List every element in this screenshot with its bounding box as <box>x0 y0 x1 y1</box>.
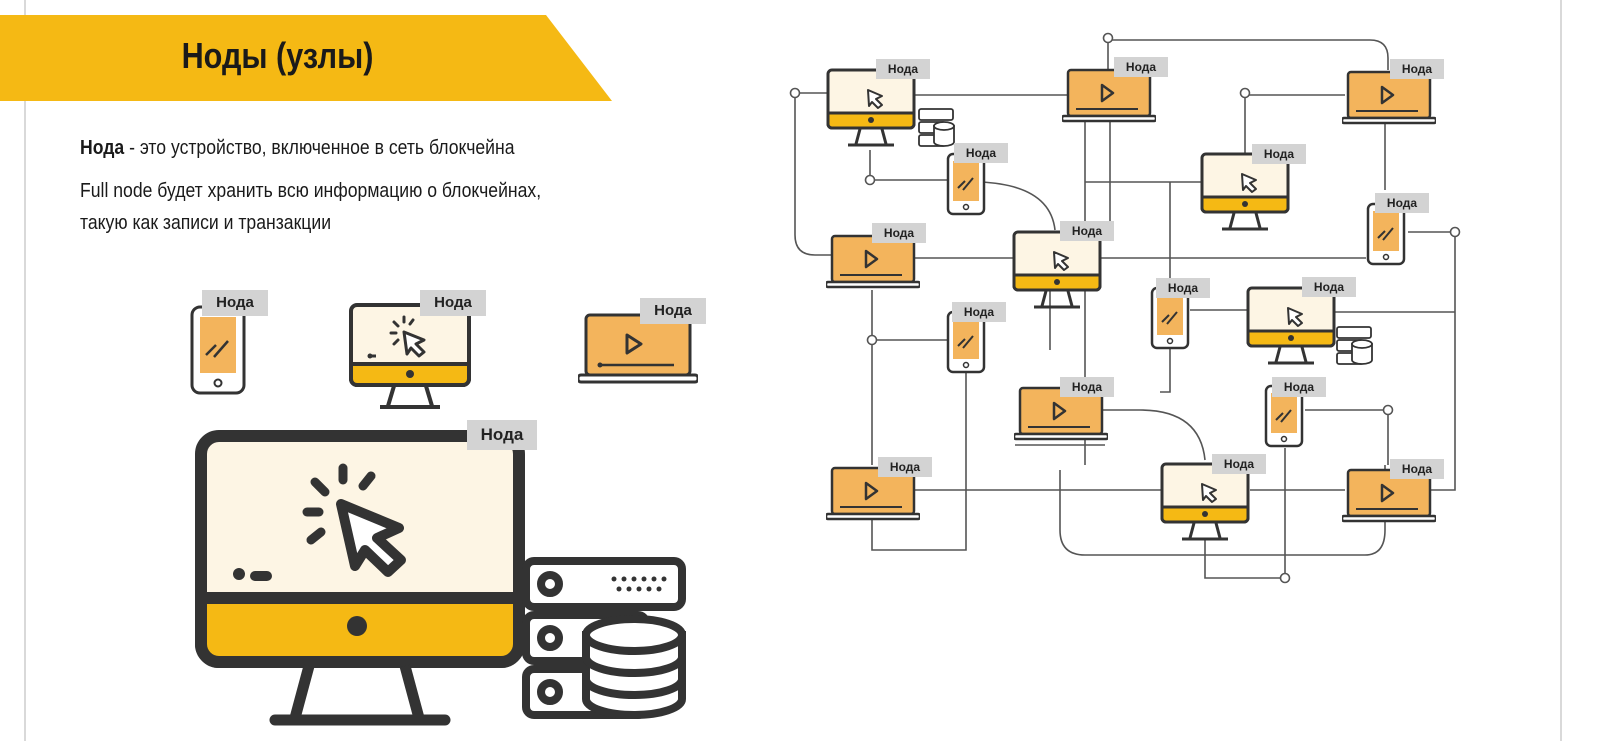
node-label: Нода <box>467 420 537 450</box>
server-icon <box>522 557 686 719</box>
node-label: Нода <box>878 457 932 477</box>
monitor-node <box>348 302 472 415</box>
phone-icon <box>190 305 246 395</box>
small-server <box>1336 326 1374 371</box>
small-server <box>918 108 956 153</box>
network-monitor-node <box>1160 462 1250 547</box>
node-label: Нода <box>1156 278 1210 298</box>
network-phone-node <box>946 310 986 379</box>
laptop-icon <box>1060 68 1158 123</box>
network-monitor-node <box>826 68 916 153</box>
definition-line: Нода - это устройство, включенное в сеть… <box>80 137 515 160</box>
node-label: Нода <box>872 223 926 243</box>
node-label: Нода <box>1375 193 1429 213</box>
monitor-icon <box>349 303 471 409</box>
left-border <box>24 0 26 741</box>
network-monitor-node <box>1246 286 1336 371</box>
node-label: Нода <box>1212 454 1266 474</box>
monitor-icon <box>826 68 916 147</box>
phone-node <box>190 305 248 400</box>
node-label: Нода <box>1114 57 1168 77</box>
phone-icon <box>946 152 986 216</box>
title-banner: Ноды (узлы) <box>0 15 612 101</box>
node-label: Нода <box>1390 59 1444 79</box>
network-phone-node <box>946 152 986 221</box>
network-laptop-node <box>1060 68 1158 129</box>
server-icon <box>918 108 955 147</box>
definition-term: Нода <box>80 137 125 159</box>
server-icon <box>1336 326 1373 365</box>
node-label: Нода <box>1252 144 1306 164</box>
full-node-line-1: Full node будет хранить всю информацию о… <box>80 180 542 202</box>
full-node-monitor <box>195 430 525 735</box>
banner-shape <box>0 15 612 101</box>
full-node-line-2: такую как записи и транзакции <box>80 212 332 234</box>
node-label: Нода <box>1272 377 1326 397</box>
network-laptop-node <box>1340 468 1438 529</box>
right-border <box>1560 0 1562 741</box>
network-phone-node <box>1264 384 1304 453</box>
node-label: Нода <box>420 290 486 316</box>
monitor-icon <box>1012 230 1102 309</box>
laptop-icon <box>1340 70 1438 125</box>
network-laptop-node <box>824 234 922 295</box>
node-label: Нода <box>954 143 1008 163</box>
monitor-icon <box>1160 462 1250 541</box>
node-label: Нода <box>1060 377 1114 397</box>
node-label: Нода <box>640 298 706 324</box>
full-node-server <box>522 557 688 726</box>
node-label: Нода <box>952 302 1006 322</box>
network-laptop-node <box>1340 70 1438 131</box>
phone-icon <box>946 310 986 374</box>
node-label: Нода <box>1302 277 1356 297</box>
network-monitor-node <box>1012 230 1102 315</box>
node-label: Нода <box>202 290 268 316</box>
monitor-icon <box>195 430 525 726</box>
laptop-icon <box>1340 468 1438 523</box>
node-label: Нода <box>876 59 930 79</box>
phone-icon <box>1264 384 1304 448</box>
page-title: Ноды (узлы) <box>181 35 374 76</box>
node-label: Нода <box>1390 459 1444 479</box>
definition-text: - это устройство, включенное в сеть блок… <box>124 137 515 159</box>
network-monitor-node <box>1200 152 1290 237</box>
node-label: Нода <box>1060 221 1114 241</box>
monitor-icon <box>1200 152 1290 231</box>
monitor-icon <box>1246 286 1336 365</box>
